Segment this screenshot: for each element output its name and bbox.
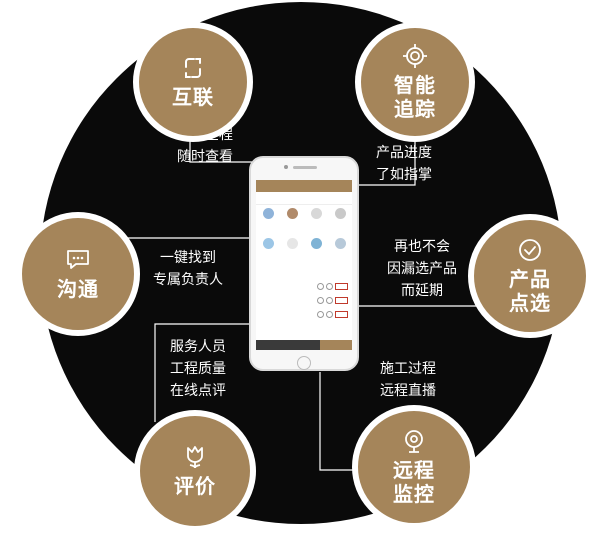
node-label: 智能 追踪 bbox=[394, 73, 436, 121]
tulip-icon bbox=[187, 446, 203, 469]
node-label: 沟通 bbox=[57, 277, 99, 301]
screen-category-row bbox=[259, 208, 349, 220]
node-communication[interactable]: 沟通 bbox=[16, 212, 140, 336]
check-icon bbox=[519, 239, 541, 261]
caption-selection: 再也不会 因漏选产品 而延期 bbox=[387, 239, 457, 299]
node-evaluation[interactable]: 评价 bbox=[134, 410, 256, 532]
screen-category-row bbox=[259, 238, 349, 250]
phone-screen bbox=[256, 180, 352, 350]
caption-monitoring: 施工过程 远程直播 bbox=[380, 361, 436, 399]
caption-evaluation: 服务人员 工程质量 在线点评 bbox=[170, 339, 226, 399]
camera-icon bbox=[405, 430, 423, 453]
node-selection[interactable]: 产品 点选 bbox=[468, 214, 592, 338]
target-icon bbox=[403, 44, 427, 68]
node-tracking[interactable]: 智能 追踪 bbox=[355, 22, 475, 142]
link-icon bbox=[185, 58, 201, 78]
node-label: 产品 点选 bbox=[509, 267, 551, 315]
chat-icon bbox=[67, 250, 89, 269]
caption-communication: 一键找到 专属负责人 bbox=[153, 250, 223, 288]
screen-footer bbox=[256, 340, 352, 350]
phone-home-button bbox=[297, 356, 311, 370]
node-monitoring[interactable]: 远程 监控 bbox=[352, 405, 476, 529]
phone-camera bbox=[284, 165, 288, 169]
node-label: 评价 bbox=[174, 474, 216, 498]
screen-tabs bbox=[256, 194, 352, 205]
node-label: 远程 监控 bbox=[393, 458, 435, 506]
phone-mockup bbox=[249, 156, 359, 371]
caption-tracking: 产品进度 了如指掌 bbox=[376, 145, 432, 183]
node-label: 互联 bbox=[172, 85, 214, 109]
screen-header bbox=[256, 180, 352, 192]
phone-speaker bbox=[293, 166, 317, 169]
node-interconnect[interactable]: 互联 bbox=[133, 22, 253, 142]
